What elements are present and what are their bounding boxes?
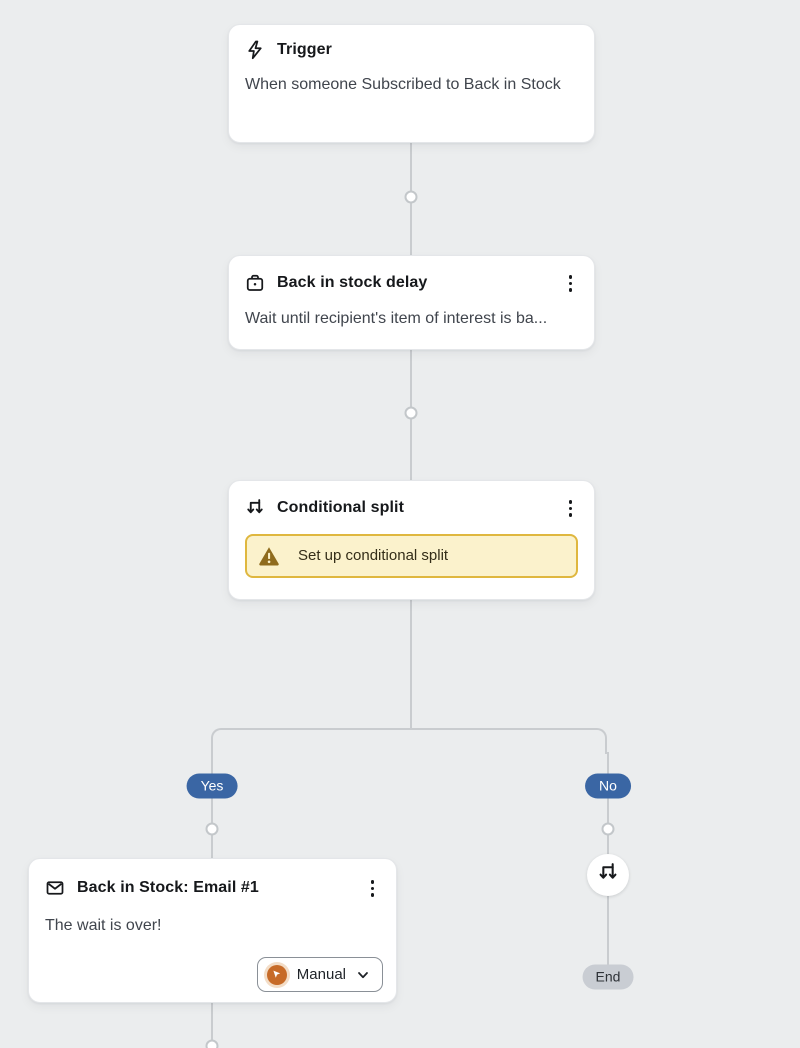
warning-icon bbox=[257, 544, 281, 568]
mail-icon bbox=[45, 878, 65, 898]
chevron-down-icon bbox=[356, 968, 370, 982]
trigger-card[interactable]: Trigger When someone Subscribed to Back … bbox=[228, 24, 595, 143]
conditional-split-menu-button[interactable] bbox=[563, 496, 579, 521]
connector-node[interactable] bbox=[205, 1039, 219, 1048]
briefcase-icon bbox=[245, 273, 265, 293]
conditional-split-title: Conditional split bbox=[277, 499, 405, 517]
delay-title: Back in stock delay bbox=[277, 274, 428, 292]
trigger-description: When someone Subscribed to Back in Stock bbox=[245, 76, 561, 93]
setup-warning-label: Set up conditional split bbox=[298, 547, 449, 564]
split-node[interactable] bbox=[587, 854, 629, 896]
email-card[interactable]: Back in Stock: Email #1 The wait is over… bbox=[28, 858, 397, 1003]
branch-connector bbox=[211, 728, 607, 754]
split-icon bbox=[245, 498, 265, 518]
split-icon bbox=[597, 862, 619, 889]
email-status-dropdown[interactable]: Manual bbox=[256, 957, 383, 992]
setup-warning-banner[interactable]: Set up conditional split bbox=[245, 533, 578, 578]
no-branch-badge: No bbox=[585, 773, 631, 799]
delay-description: Wait until recipient's item of interest … bbox=[245, 309, 548, 327]
end-badge: End bbox=[582, 964, 634, 990]
email-description: The wait is over! bbox=[45, 916, 162, 934]
conditional-split-card[interactable]: Conditional split Set up conditional spl… bbox=[228, 480, 595, 600]
email-status-label: Manual bbox=[296, 966, 346, 983]
delay-menu-button[interactable] bbox=[563, 271, 579, 296]
delay-card[interactable]: Back in stock delay Wait until recipient… bbox=[228, 255, 595, 350]
yes-branch-badge: Yes bbox=[186, 773, 238, 799]
connector-node[interactable] bbox=[205, 822, 219, 836]
email-title: Back in Stock: Email #1 bbox=[77, 879, 259, 897]
connector-line bbox=[410, 600, 412, 729]
connector-node[interactable] bbox=[601, 822, 615, 836]
email-menu-button[interactable] bbox=[365, 876, 381, 901]
connector-line bbox=[211, 1003, 213, 1048]
lightning-icon bbox=[245, 40, 265, 60]
connector-line bbox=[211, 752, 213, 858]
connector-node[interactable] bbox=[404, 190, 418, 204]
connector-node[interactable] bbox=[404, 406, 418, 420]
manual-cursor-icon bbox=[266, 964, 287, 985]
trigger-title: Trigger bbox=[277, 41, 332, 58]
